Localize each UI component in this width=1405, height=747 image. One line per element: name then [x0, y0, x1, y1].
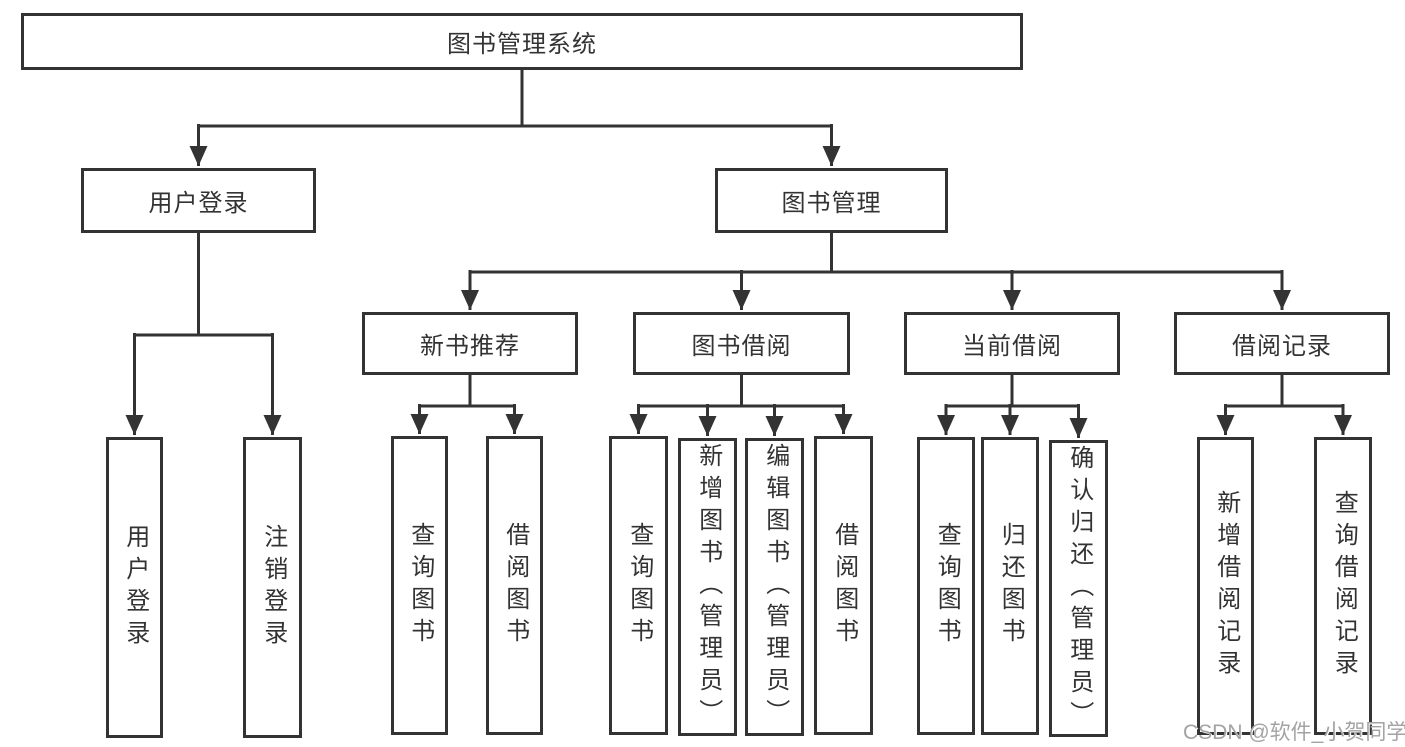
- node-user-login-label: 用户登录: [148, 190, 249, 217]
- leaf-rec-query-book: 查询图书: [391, 436, 448, 735]
- leaf-user-login-label: 用户登录: [121, 523, 149, 652]
- node-library-system: 图书管理系统: [21, 13, 1023, 70]
- leaf-borrow-borrow-book: 借阅图书: [814, 436, 873, 735]
- leaf-current-query-book: 查询图书: [917, 437, 975, 735]
- node-borrow-records: 借阅记录: [1174, 312, 1390, 375]
- node-book-management: 图书管理: [715, 168, 948, 233]
- leaf-current-return-book-label: 归还图书: [997, 522, 1025, 650]
- leaf-logout-label: 注销登录: [259, 523, 287, 652]
- csdn-watermark: CSDN @软件_小贺同学: [1183, 721, 1405, 744]
- node-book-borrow: 图书借阅: [633, 312, 850, 375]
- leaf-rec-query-book-label: 查询图书: [406, 521, 434, 650]
- leaf-borrow-borrow-book-label: 借阅图书: [830, 521, 858, 650]
- leaf-borrow-query-book-label: 查询图书: [625, 521, 653, 650]
- node-borrow-records-label: 借阅记录: [1232, 333, 1332, 360]
- node-book-management-label: 图书管理: [781, 190, 882, 217]
- leaf-rec-borrow-book: 借阅图书: [486, 436, 543, 735]
- leaf-rec-borrow-book-label: 借阅图书: [501, 521, 529, 650]
- leaf-records-add-record-label: 新增借阅记录: [1212, 490, 1240, 682]
- node-current-borrow: 当前借阅: [904, 312, 1120, 375]
- leaf-borrow-edit-book-admin-label: 编辑图书（管理员）: [761, 443, 789, 731]
- leaf-current-query-book-label: 查询图书: [933, 522, 961, 650]
- leaf-records-query-record: 查询借阅记录: [1314, 437, 1372, 735]
- leaf-current-return-book: 归还图书: [981, 437, 1039, 735]
- leaf-records-query-record-label: 查询借阅记录: [1330, 490, 1358, 682]
- leaf-logout: 注销登录: [243, 437, 302, 738]
- node-library-system-label: 图书管理系统: [447, 31, 597, 58]
- node-current-borrow-label: 当前借阅: [962, 333, 1062, 360]
- leaf-borrow-add-book-admin: 新增图书（管理员）: [678, 438, 737, 736]
- leaf-current-confirm-return-admin-label: 确认归还（管理员）: [1065, 444, 1093, 733]
- leaf-borrow-query-book: 查询图书: [609, 436, 668, 735]
- node-user-login: 用户登录: [81, 168, 316, 233]
- leaf-current-confirm-return-admin: 确认归还（管理员）: [1049, 440, 1108, 737]
- node-new-book-recommend: 新书推荐: [362, 312, 578, 375]
- leaf-user-login: 用户登录: [106, 437, 163, 738]
- leaf-borrow-add-book-admin-label: 新增图书（管理员）: [694, 443, 722, 731]
- leaf-borrow-edit-book-admin: 编辑图书（管理员）: [745, 438, 804, 736]
- node-book-borrow-label: 图书借阅: [691, 333, 792, 360]
- leaf-records-add-record: 新增借阅记录: [1197, 437, 1254, 735]
- node-new-book-recommend-label: 新书推荐: [420, 333, 520, 360]
